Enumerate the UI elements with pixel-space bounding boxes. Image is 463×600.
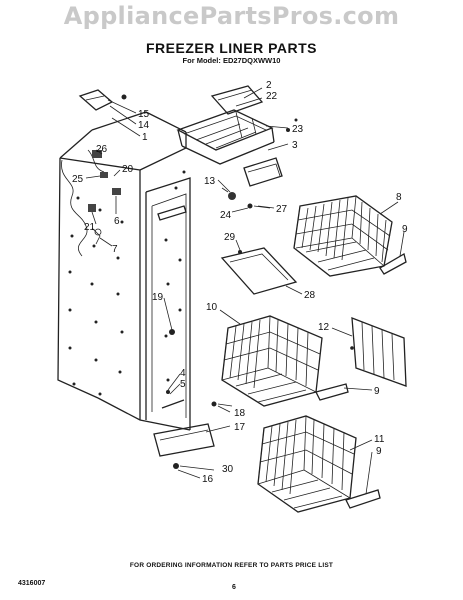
part-label: 15 bbox=[138, 109, 150, 120]
part-label: 27 bbox=[276, 204, 288, 215]
part-label: 19 bbox=[152, 292, 164, 303]
part-label: 23 bbox=[292, 124, 304, 135]
part-label: 14 bbox=[138, 120, 150, 131]
part-label: 9 bbox=[402, 224, 408, 235]
part-label: 3 bbox=[292, 140, 298, 151]
document-number: 4316007 bbox=[18, 580, 46, 587]
model-subtitle: For Model: ED27DQXWW10 bbox=[182, 56, 281, 65]
part-label: 10 bbox=[206, 302, 218, 313]
part-label: 26 bbox=[96, 144, 108, 155]
middle-basket bbox=[221, 315, 349, 407]
part-label: 16 bbox=[202, 474, 214, 485]
leader-lines bbox=[85, 87, 405, 495]
ordering-note: FOR ORDERING INFORMATION REFER TO PARTS … bbox=[129, 562, 334, 569]
part-label: 18 bbox=[234, 408, 246, 419]
upper-bracket bbox=[78, 89, 127, 111]
part-label: 30 bbox=[222, 464, 234, 475]
part-label: 8 bbox=[396, 192, 402, 203]
watermark: AppliancePartsPros.com bbox=[63, 2, 400, 30]
part-label: 7 bbox=[112, 244, 118, 255]
part-label: 13 bbox=[204, 176, 216, 187]
part-label: 1 bbox=[142, 132, 148, 143]
part-label: 20 bbox=[122, 164, 134, 175]
part-label: 25 bbox=[72, 174, 84, 185]
page-number: 6 bbox=[232, 584, 236, 591]
part-label: 9 bbox=[376, 446, 382, 457]
drawer-rail bbox=[220, 247, 298, 295]
thermostat-group bbox=[221, 187, 271, 209]
part-label: 11 bbox=[374, 434, 385, 445]
part-label: 29 bbox=[224, 232, 236, 243]
part-label: 22 bbox=[266, 91, 278, 102]
bottom-basket bbox=[257, 415, 381, 513]
part-label: 4 bbox=[180, 368, 186, 379]
freezer-liner bbox=[57, 111, 191, 431]
part-label: 24 bbox=[220, 210, 232, 221]
part-label: 17 bbox=[234, 422, 246, 433]
part-number-labels: 2 22 15 14 1 23 3 26 20 25 6 21 7 13 24 … bbox=[72, 80, 408, 485]
part-label: 2 bbox=[266, 80, 272, 91]
upper-basket bbox=[293, 195, 407, 277]
diagram-title: FREEZER LINER PARTS bbox=[145, 40, 318, 56]
part-label: 6 bbox=[114, 216, 120, 227]
basket-divider bbox=[350, 317, 407, 387]
lower-rail bbox=[153, 329, 233, 469]
evaporator-assembly bbox=[176, 85, 298, 187]
part-label: 5 bbox=[180, 379, 186, 390]
part-label: 12 bbox=[318, 322, 330, 333]
part-label: 21 bbox=[84, 222, 96, 233]
part-label: 28 bbox=[304, 290, 316, 301]
part-label: 9 bbox=[374, 386, 380, 397]
